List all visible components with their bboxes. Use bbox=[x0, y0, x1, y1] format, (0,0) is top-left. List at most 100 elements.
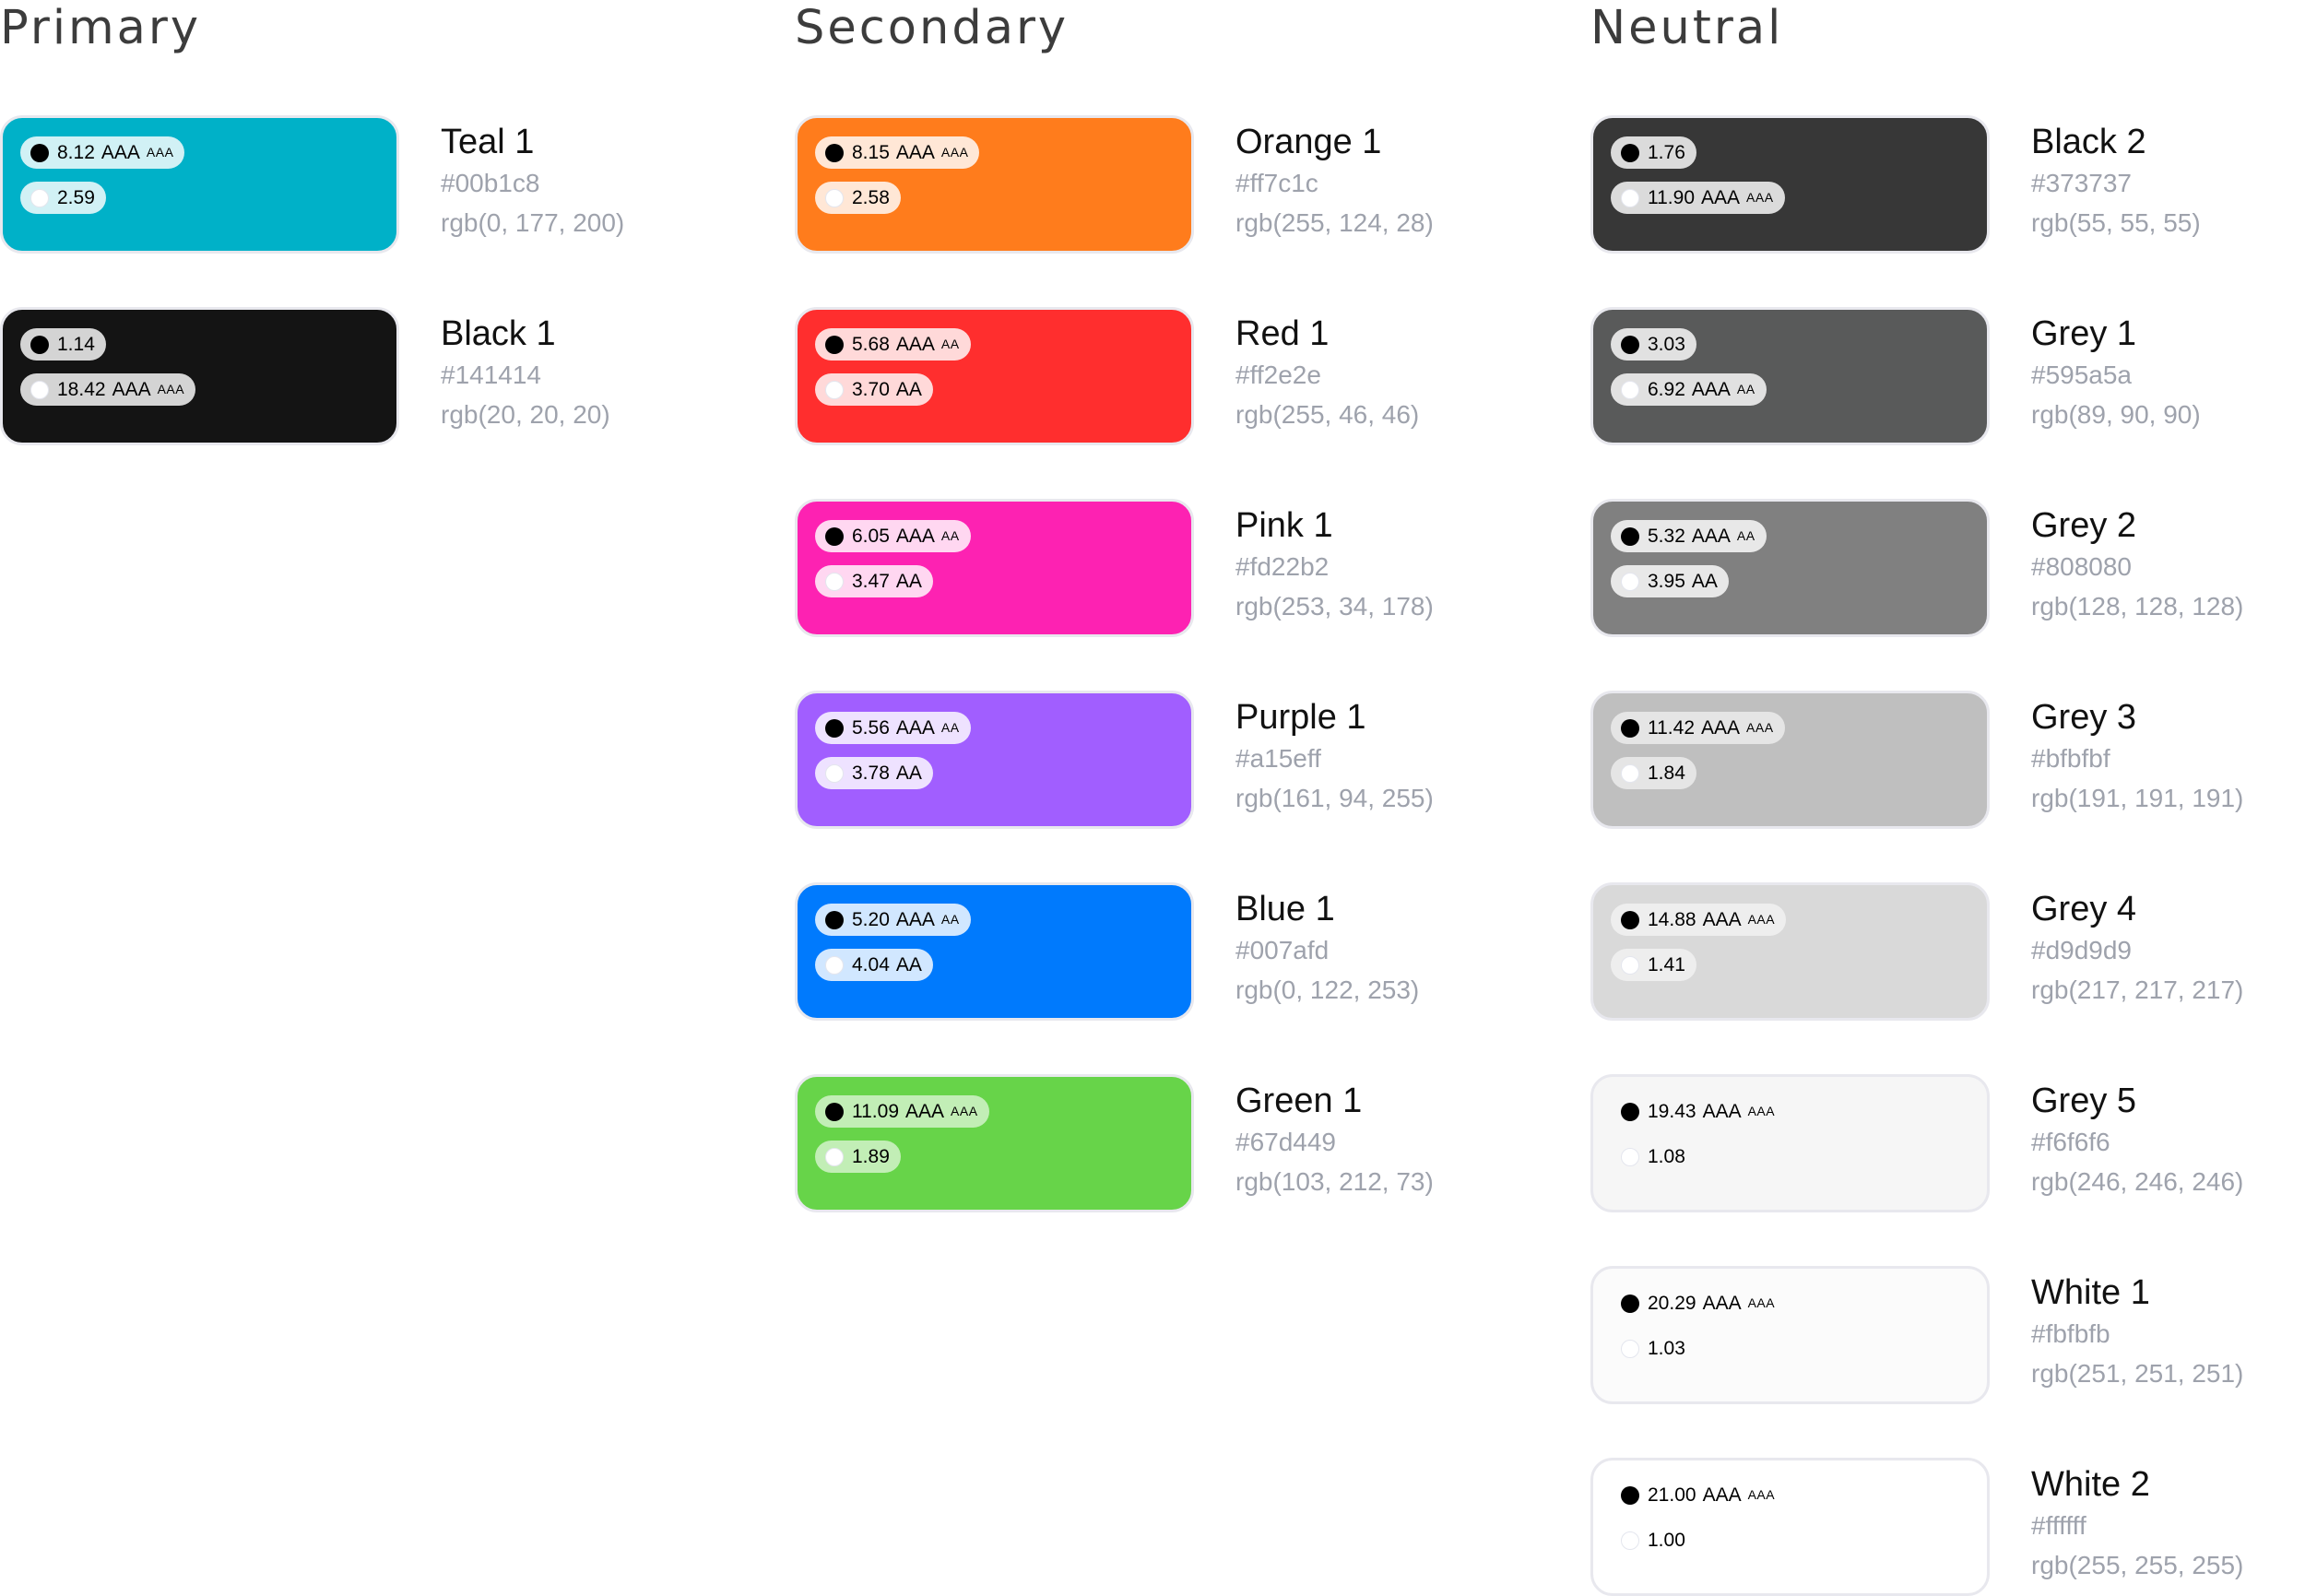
color-rgb-value: rgb(55, 55, 55) bbox=[2031, 208, 2201, 237]
color-hex-value: #a15eff bbox=[1235, 744, 1321, 773]
contrast-ratio: 1.03 bbox=[1648, 1338, 1685, 1359]
contrast-ratio: 1.84 bbox=[1648, 763, 1685, 784]
contrast-ratio: 3.70 bbox=[852, 379, 890, 400]
white-dot-icon bbox=[1621, 188, 1639, 207]
color-rgb-value: rgb(20, 20, 20) bbox=[441, 400, 610, 429]
color-hex-value: #373737 bbox=[2031, 169, 2133, 197]
wcag-grade-large: AAA bbox=[1701, 187, 1741, 208]
color-rgb-value: rgb(89, 90, 90) bbox=[2031, 400, 2201, 429]
color-hex-value: #67d449 bbox=[1235, 1128, 1337, 1156]
wcag-grade-normal: AAA bbox=[1747, 1295, 1776, 1310]
white-dot-icon bbox=[1621, 1531, 1639, 1550]
color-rgb-value: rgb(103, 212, 73) bbox=[1235, 1167, 1434, 1196]
white-dot-icon bbox=[1621, 1147, 1639, 1166]
white-dot-icon bbox=[825, 188, 844, 207]
wcag-grade-large: AAA bbox=[112, 379, 151, 400]
color-rgb-value: rgb(255, 255, 255) bbox=[2031, 1551, 2244, 1579]
wcag-grade-large: AA bbox=[895, 379, 922, 400]
contrast-ratio: 3.78 bbox=[852, 763, 890, 784]
wcag-grade-normal: AAA bbox=[1747, 912, 1776, 927]
light-text-contrast-pill: 1.00 bbox=[1611, 1524, 1696, 1556]
wcag-grade-normal: AAA bbox=[146, 145, 174, 160]
white-dot-icon bbox=[1621, 380, 1639, 399]
contrast-ratio: 2.59 bbox=[57, 187, 95, 208]
color-rgb-value: rgb(255, 46, 46) bbox=[1235, 400, 1420, 429]
light-text-contrast-pill: 2.59 bbox=[20, 182, 106, 214]
white-dot-icon bbox=[30, 380, 49, 399]
contrast-ratio: 20.29 bbox=[1648, 1293, 1696, 1314]
white-dot-icon bbox=[825, 572, 844, 591]
color-hex-value: #fd22b2 bbox=[1235, 552, 1330, 581]
contrast-ratio: 5.32 bbox=[1648, 526, 1685, 547]
color-hex-value: #ff7c1c bbox=[1235, 169, 1318, 197]
color-info: Green 1 #67d449 rgb(103, 212, 73) bbox=[1235, 1080, 1434, 1201]
wcag-grade-large: AAA bbox=[895, 717, 935, 739]
wcag-grade-large: AAA bbox=[905, 1101, 945, 1122]
white-dot-icon bbox=[1621, 572, 1639, 591]
wcag-grade-large: AAA bbox=[1702, 1101, 1742, 1122]
color-name: Pink 1 bbox=[1235, 506, 1333, 545]
wcag-grade-large: AAA bbox=[1702, 1293, 1742, 1314]
color-name: Teal 1 bbox=[441, 123, 535, 161]
contrast-ratio: 8.12 bbox=[57, 142, 95, 163]
dark-text-contrast-pill: 19.43 AAA AAA bbox=[1611, 1095, 1786, 1128]
white-dot-icon bbox=[1621, 1339, 1639, 1358]
contrast-ratio: 5.56 bbox=[852, 717, 890, 739]
black-dot-icon bbox=[825, 143, 844, 162]
wcag-grade-large: AAA bbox=[100, 142, 140, 163]
wcag-grade-normal: AAA bbox=[1747, 1104, 1776, 1118]
black-dot-icon bbox=[1621, 335, 1639, 354]
wcag-grade-large: AA bbox=[1691, 571, 1718, 592]
black-dot-icon bbox=[825, 910, 844, 929]
contrast-ratio: 18.42 bbox=[57, 379, 106, 400]
wcag-grade-large: AA bbox=[895, 571, 922, 592]
white-dot-icon bbox=[825, 1147, 844, 1166]
color-rgb-value: rgb(255, 124, 28) bbox=[1235, 208, 1434, 237]
light-text-contrast-pill: 1.03 bbox=[1611, 1332, 1696, 1365]
black-dot-icon bbox=[1621, 143, 1639, 162]
color-hex-value: #595a5a bbox=[2031, 361, 2133, 389]
white-dot-icon bbox=[825, 763, 844, 783]
wcag-grade-normal: AAA bbox=[951, 1104, 978, 1118]
light-text-contrast-pill: 2.58 bbox=[815, 182, 901, 214]
wcag-grade-large: AA bbox=[895, 954, 922, 975]
wcag-grade-large: AAA bbox=[1701, 717, 1741, 739]
wcag-grade-large: AAA bbox=[895, 334, 935, 355]
wcag-grade-normal: AA bbox=[940, 337, 960, 351]
contrast-ratio: 19.43 bbox=[1648, 1101, 1696, 1122]
color-rgb-value: rgb(217, 217, 217) bbox=[2031, 975, 2244, 1004]
dark-text-contrast-pill: 1.76 bbox=[1611, 136, 1696, 169]
contrast-ratio: 1.76 bbox=[1648, 142, 1685, 163]
contrast-ratio: 14.88 bbox=[1648, 909, 1696, 930]
section-title: Primary bbox=[0, 1, 202, 55]
contrast-ratio: 1.00 bbox=[1648, 1530, 1685, 1551]
color-name: Green 1 bbox=[1235, 1082, 1363, 1120]
light-text-contrast-pill: 1.84 bbox=[1611, 757, 1696, 789]
